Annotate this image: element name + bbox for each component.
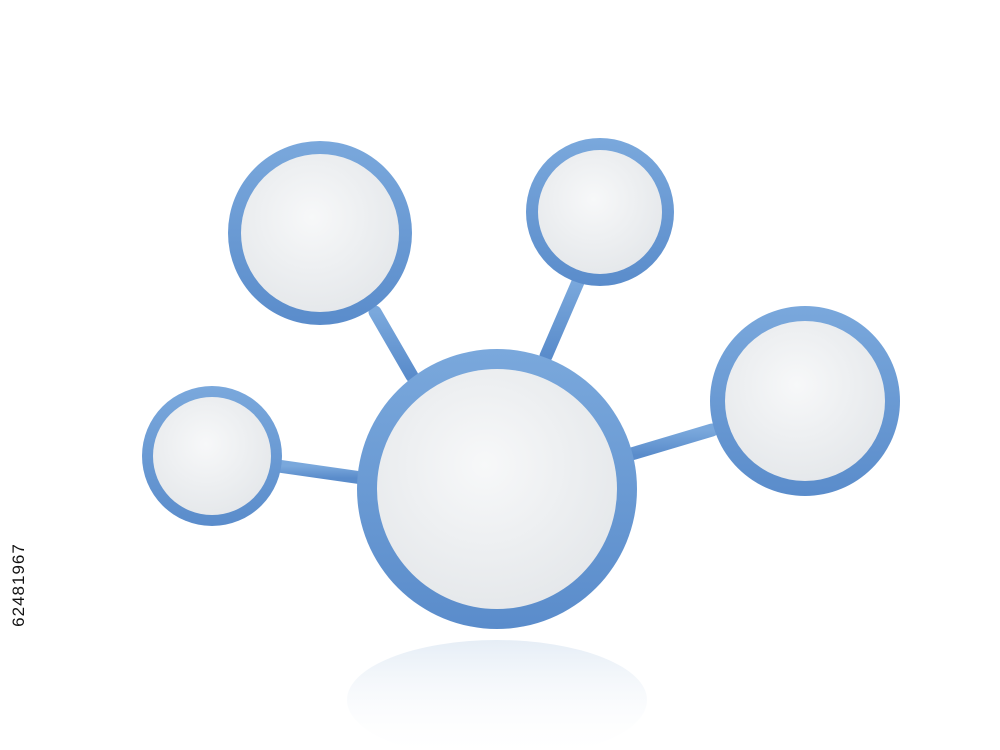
connector-top-left — [368, 305, 419, 383]
connector-top-right — [539, 275, 585, 363]
watermark-id: 62481967 — [2, 520, 36, 650]
connectors — [271, 275, 719, 485]
watermark-id-text: 62481967 — [9, 543, 29, 627]
right-node — [710, 306, 900, 496]
left-node — [142, 386, 282, 526]
floor-reflection — [347, 640, 647, 750]
top-left-node — [228, 141, 412, 325]
center-hub-node — [357, 349, 637, 629]
connector-right — [621, 423, 719, 462]
top-right-node — [526, 138, 674, 286]
connector-left — [271, 459, 369, 485]
